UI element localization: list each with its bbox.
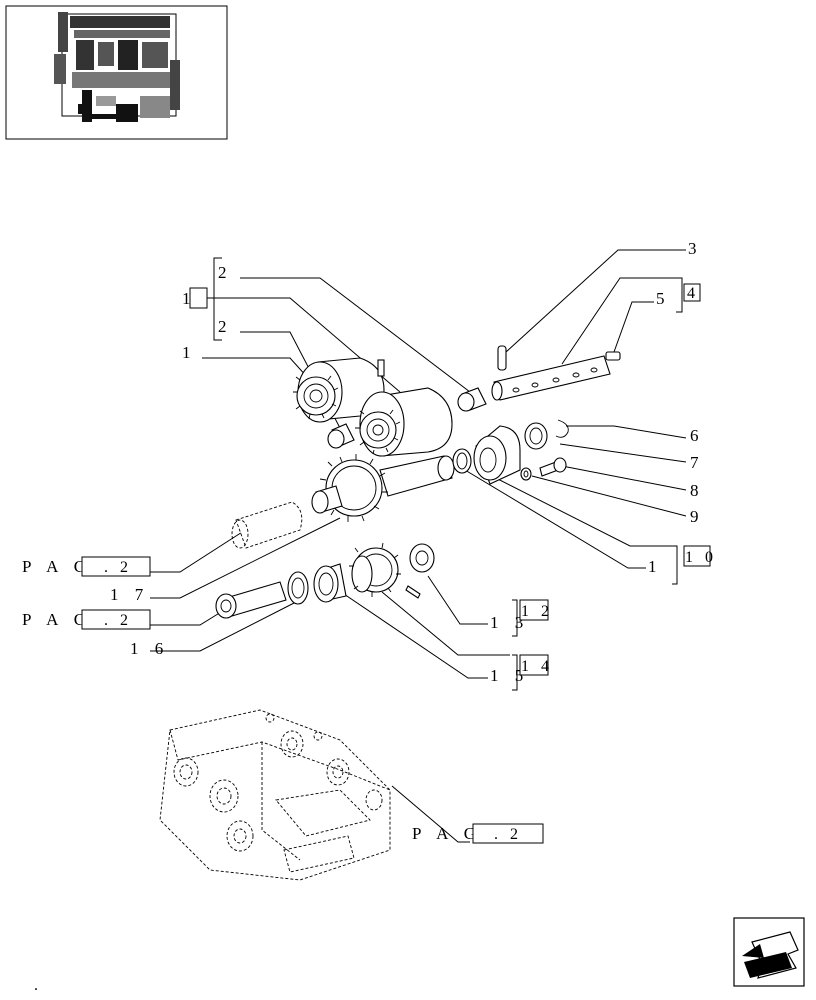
bracket-10	[672, 545, 678, 585]
callout-17: 1 7	[110, 585, 149, 604]
callout-14-box: 1 4	[521, 658, 553, 675]
page-ref-1-value: . 2	[104, 559, 132, 576]
cap-bushing	[409, 543, 435, 573]
spacer-ring	[287, 571, 309, 605]
pump-gear-upper	[293, 357, 385, 423]
roll-pin	[405, 585, 421, 599]
page-ref-3-prefix: P A G	[412, 824, 482, 843]
callout-7: 7	[690, 453, 705, 472]
callout-2-top: 2	[218, 263, 233, 282]
callout-12-box: 1 2	[521, 603, 553, 620]
bushing-upper	[457, 387, 487, 412]
engine-thumbnail-icon	[5, 5, 228, 140]
callout-5: 5	[656, 289, 671, 308]
callout-10-box: 1 0	[685, 549, 717, 566]
page-ref-1-box[interactable]	[81, 556, 151, 577]
callout-10-ref-box	[683, 545, 711, 567]
sleeve-dashed	[231, 501, 303, 549]
callout-6: 6	[690, 426, 705, 445]
bracket-2	[213, 257, 222, 341]
next-page-arrow-icon[interactable]	[733, 917, 805, 987]
callout-4-ref-box	[683, 283, 701, 302]
callout-13: 1 3	[490, 613, 529, 632]
bracket-4	[676, 277, 683, 313]
seal-ring	[524, 422, 548, 450]
callout-1-box-label: 1	[182, 289, 197, 308]
callout-4-box: 4	[687, 285, 699, 302]
drive-shaft-gear	[311, 454, 455, 522]
flange-support	[452, 425, 521, 485]
callout-8: 8	[690, 481, 705, 500]
hex-bolt	[539, 457, 567, 477]
bearing	[313, 563, 347, 603]
idler-gear	[349, 542, 401, 597]
gearbox-housing-dashed	[159, 709, 391, 881]
callout-12-ref-box	[519, 599, 549, 621]
callout-2-bottom: 2	[218, 317, 233, 336]
callout-9: 9	[690, 507, 705, 526]
page-ref-3-value: . 2	[494, 826, 522, 843]
washer	[520, 467, 532, 481]
set-screw	[605, 351, 621, 361]
bracket-14	[512, 654, 518, 691]
bracket-12	[512, 599, 518, 637]
snap-ring	[555, 419, 569, 438]
callout-16: 1 6	[130, 639, 169, 658]
callout-15: 1 5	[490, 666, 529, 685]
pump-gear-lower	[355, 387, 453, 457]
page-ref-2-prefix: P A G	[22, 610, 92, 629]
page-ref-2-box[interactable]	[81, 609, 151, 630]
dowel-pin	[497, 345, 507, 371]
stub-shaft	[215, 581, 287, 619]
callout-3: 3	[688, 239, 703, 258]
page-ref-3-box[interactable]	[472, 823, 544, 844]
footer-dot: .	[34, 977, 42, 994]
page-ref-1-prefix: P A G	[22, 557, 92, 576]
bushing-lower	[327, 423, 355, 449]
callout-14-ref-box	[519, 654, 549, 676]
callout-1-of-10: 1	[648, 557, 663, 576]
perforated-shaft	[491, 355, 611, 401]
callout-1-gear: 1	[182, 343, 197, 362]
callout-1-ref-box	[189, 287, 208, 309]
page-ref-2-value: . 2	[104, 612, 132, 629]
